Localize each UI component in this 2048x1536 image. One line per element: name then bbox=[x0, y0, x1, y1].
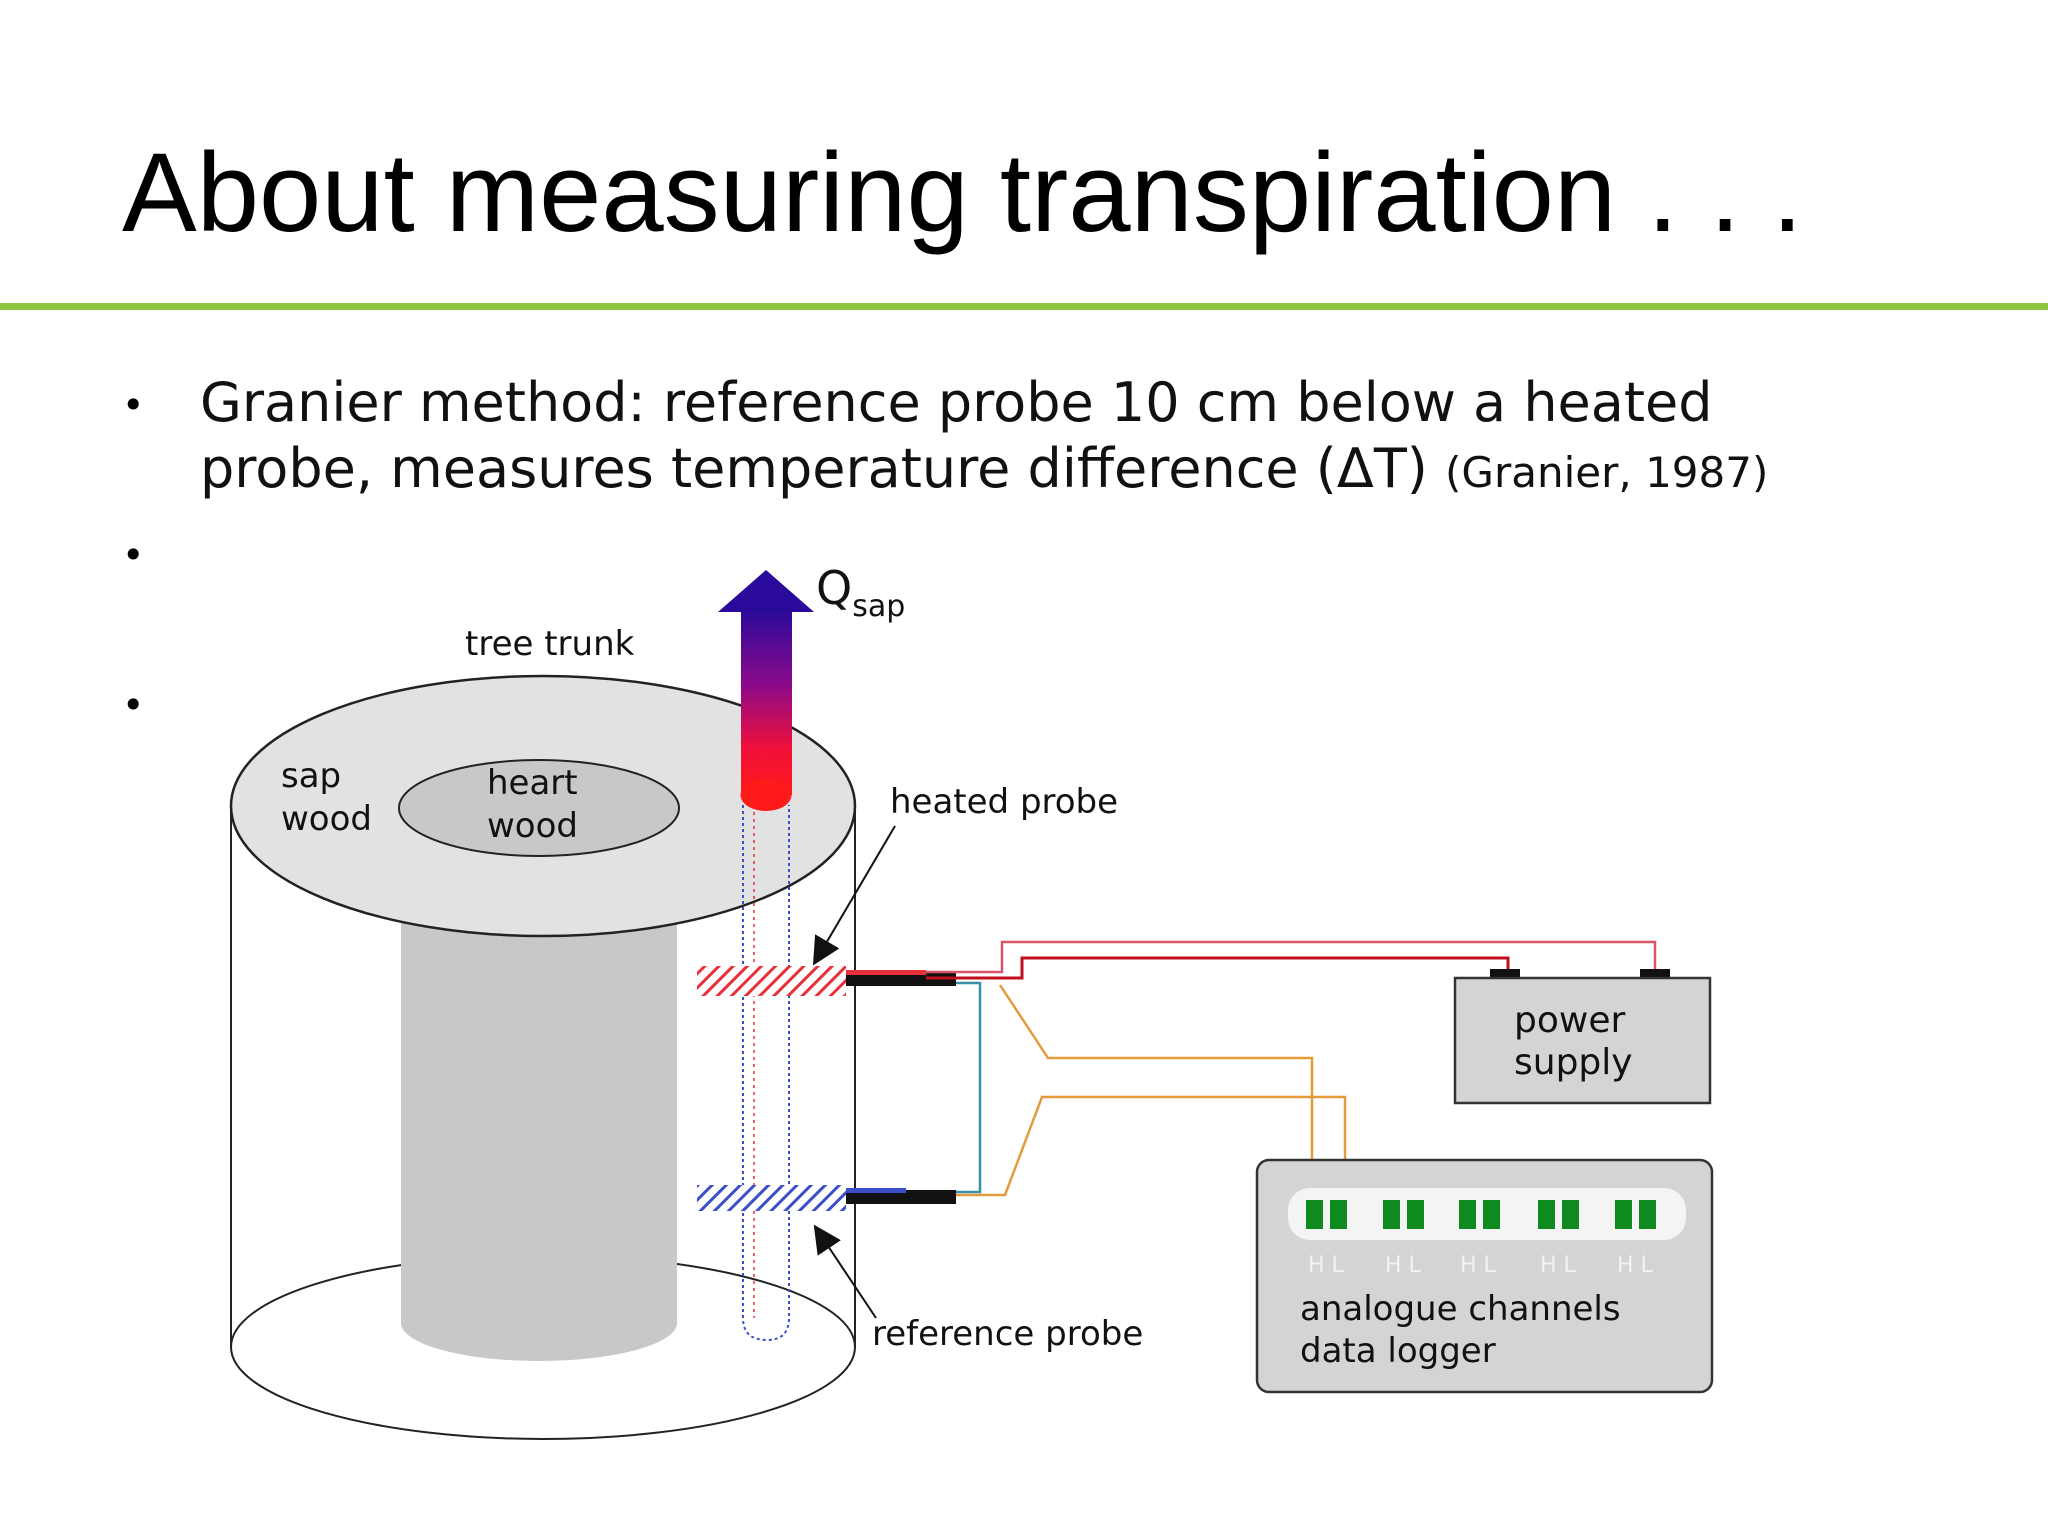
bullet-marker-3: • bbox=[122, 683, 145, 727]
channel-terminal bbox=[1330, 1200, 1347, 1229]
power-wire-outer bbox=[926, 940, 1657, 975]
channel-terminal bbox=[1383, 1200, 1400, 1229]
reference-probe-element bbox=[697, 1185, 846, 1211]
wiring bbox=[926, 940, 1657, 1200]
heartwood-top-disk bbox=[398, 759, 680, 857]
data-logger: H L H L H L H L H L analogue channels da… bbox=[1255, 1158, 1714, 1394]
heated-probe-label: heated probe bbox=[890, 782, 1118, 822]
channel-terminal bbox=[1459, 1200, 1476, 1229]
channel-hl-labels: H L H L H L H L H L bbox=[1308, 1253, 1654, 1278]
heated-probe-pointer bbox=[812, 825, 896, 966]
channel-terminal bbox=[1407, 1200, 1424, 1229]
sap-flow-arrow bbox=[718, 570, 814, 811]
bullet-1-citation: (Granier, 1987) bbox=[1445, 448, 1769, 497]
data-logger-label-line1: analogue channels bbox=[1300, 1289, 1621, 1329]
channel-hl-label: H L bbox=[1308, 1253, 1345, 1278]
channel-terminal bbox=[1639, 1200, 1656, 1229]
channel-terminal bbox=[1562, 1200, 1579, 1229]
bullet-marker-1: • bbox=[122, 383, 145, 427]
power-supply-box bbox=[1453, 976, 1712, 1105]
heated-thermocouple-wire bbox=[998, 984, 1314, 1200]
power-supply: power supply bbox=[1453, 969, 1712, 1105]
power-supply-label-line2: supply bbox=[1514, 1042, 1633, 1083]
logger-channels bbox=[1306, 1200, 1656, 1229]
sapwood-label-line1: sap bbox=[281, 756, 341, 796]
power-supply-label-line1: power bbox=[1514, 1000, 1625, 1041]
channel-terminal bbox=[1615, 1200, 1632, 1229]
heartwood-label-line2: wood bbox=[487, 806, 578, 846]
bullet-text-1: Granier method: reference probe 10 cm be… bbox=[200, 370, 1900, 506]
reference-probe-pointer bbox=[813, 1224, 877, 1319]
slide-title: About measuring transpiration . . . bbox=[122, 130, 1803, 255]
heated-probe bbox=[697, 966, 956, 996]
tree-trunk bbox=[229, 674, 857, 1440]
probe-channel bbox=[742, 805, 790, 1342]
heated-probe-element bbox=[697, 966, 846, 996]
channel-terminal bbox=[1306, 1200, 1323, 1229]
reference-probe bbox=[697, 1185, 956, 1211]
reference-thermocouple-wire bbox=[956, 1095, 1347, 1200]
channel-terminal bbox=[1538, 1200, 1555, 1229]
channel-terminal bbox=[1483, 1200, 1500, 1229]
tree-trunk-label: tree trunk bbox=[465, 624, 635, 664]
channel-hl-label: H L bbox=[1617, 1253, 1654, 1278]
sap-flow-label: Qsap bbox=[816, 561, 905, 624]
heartwood-column-bottom bbox=[401, 1285, 677, 1361]
power-wire-inner bbox=[926, 956, 1510, 980]
title-divider bbox=[0, 303, 2048, 310]
sapwood-label-line2: wood bbox=[281, 799, 372, 839]
bullet-1-main: Granier method: reference probe 10 cm be… bbox=[200, 371, 1713, 500]
channel-hl-label: H L bbox=[1540, 1253, 1577, 1278]
thermocouple-link-wire bbox=[956, 981, 982, 1194]
channel-hl-label: H L bbox=[1460, 1253, 1497, 1278]
data-logger-label-line2: data logger bbox=[1300, 1331, 1496, 1371]
heartwood-label-line1: heart bbox=[487, 763, 578, 803]
bullet-marker-2: • bbox=[122, 533, 145, 577]
reference-probe-label: reference probe bbox=[872, 1314, 1143, 1354]
channel-hl-label: H L bbox=[1385, 1253, 1422, 1278]
